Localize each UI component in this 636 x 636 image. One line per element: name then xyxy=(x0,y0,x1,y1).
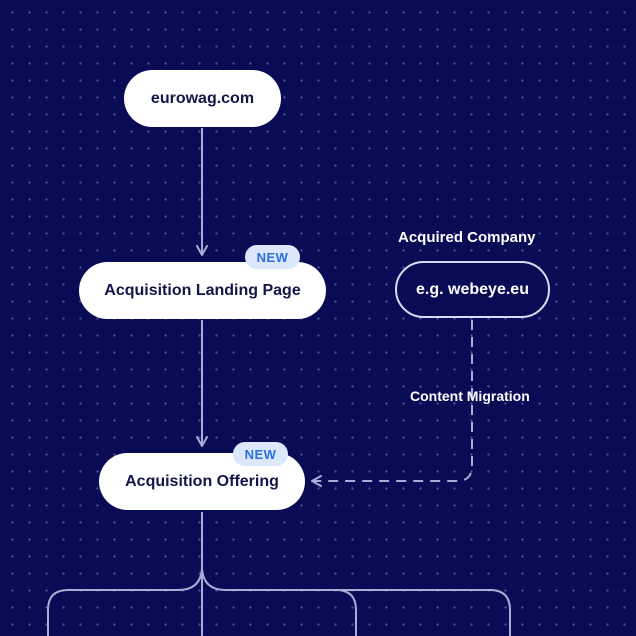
node-eurowag-label: eurowag.com xyxy=(150,89,255,107)
new-badge-landing: NEW xyxy=(245,245,300,269)
node-acquired-company-label: e.g. webeye.eu xyxy=(416,280,529,298)
node-acquisition-landing-page-label: Acquisition Landing Page xyxy=(104,281,301,299)
connector-content-migration xyxy=(311,320,473,487)
node-acquired-company[interactable]: e.g. webeye.eu xyxy=(395,261,550,318)
content-migration-label: Content Migration xyxy=(410,388,530,404)
connector-offering-branches xyxy=(47,512,511,636)
node-acquisition-landing-page[interactable]: Acquisition Landing Page xyxy=(79,262,326,319)
new-badge-offering-label: NEW xyxy=(244,446,277,462)
node-acquisition-offering-label: Acquisition Offering xyxy=(125,472,279,490)
new-badge-landing-label: NEW xyxy=(256,249,289,265)
new-badge-offering: NEW xyxy=(233,442,288,466)
node-eurowag[interactable]: eurowag.com xyxy=(124,70,281,127)
acquired-company-label: Acquired Company xyxy=(398,229,536,246)
